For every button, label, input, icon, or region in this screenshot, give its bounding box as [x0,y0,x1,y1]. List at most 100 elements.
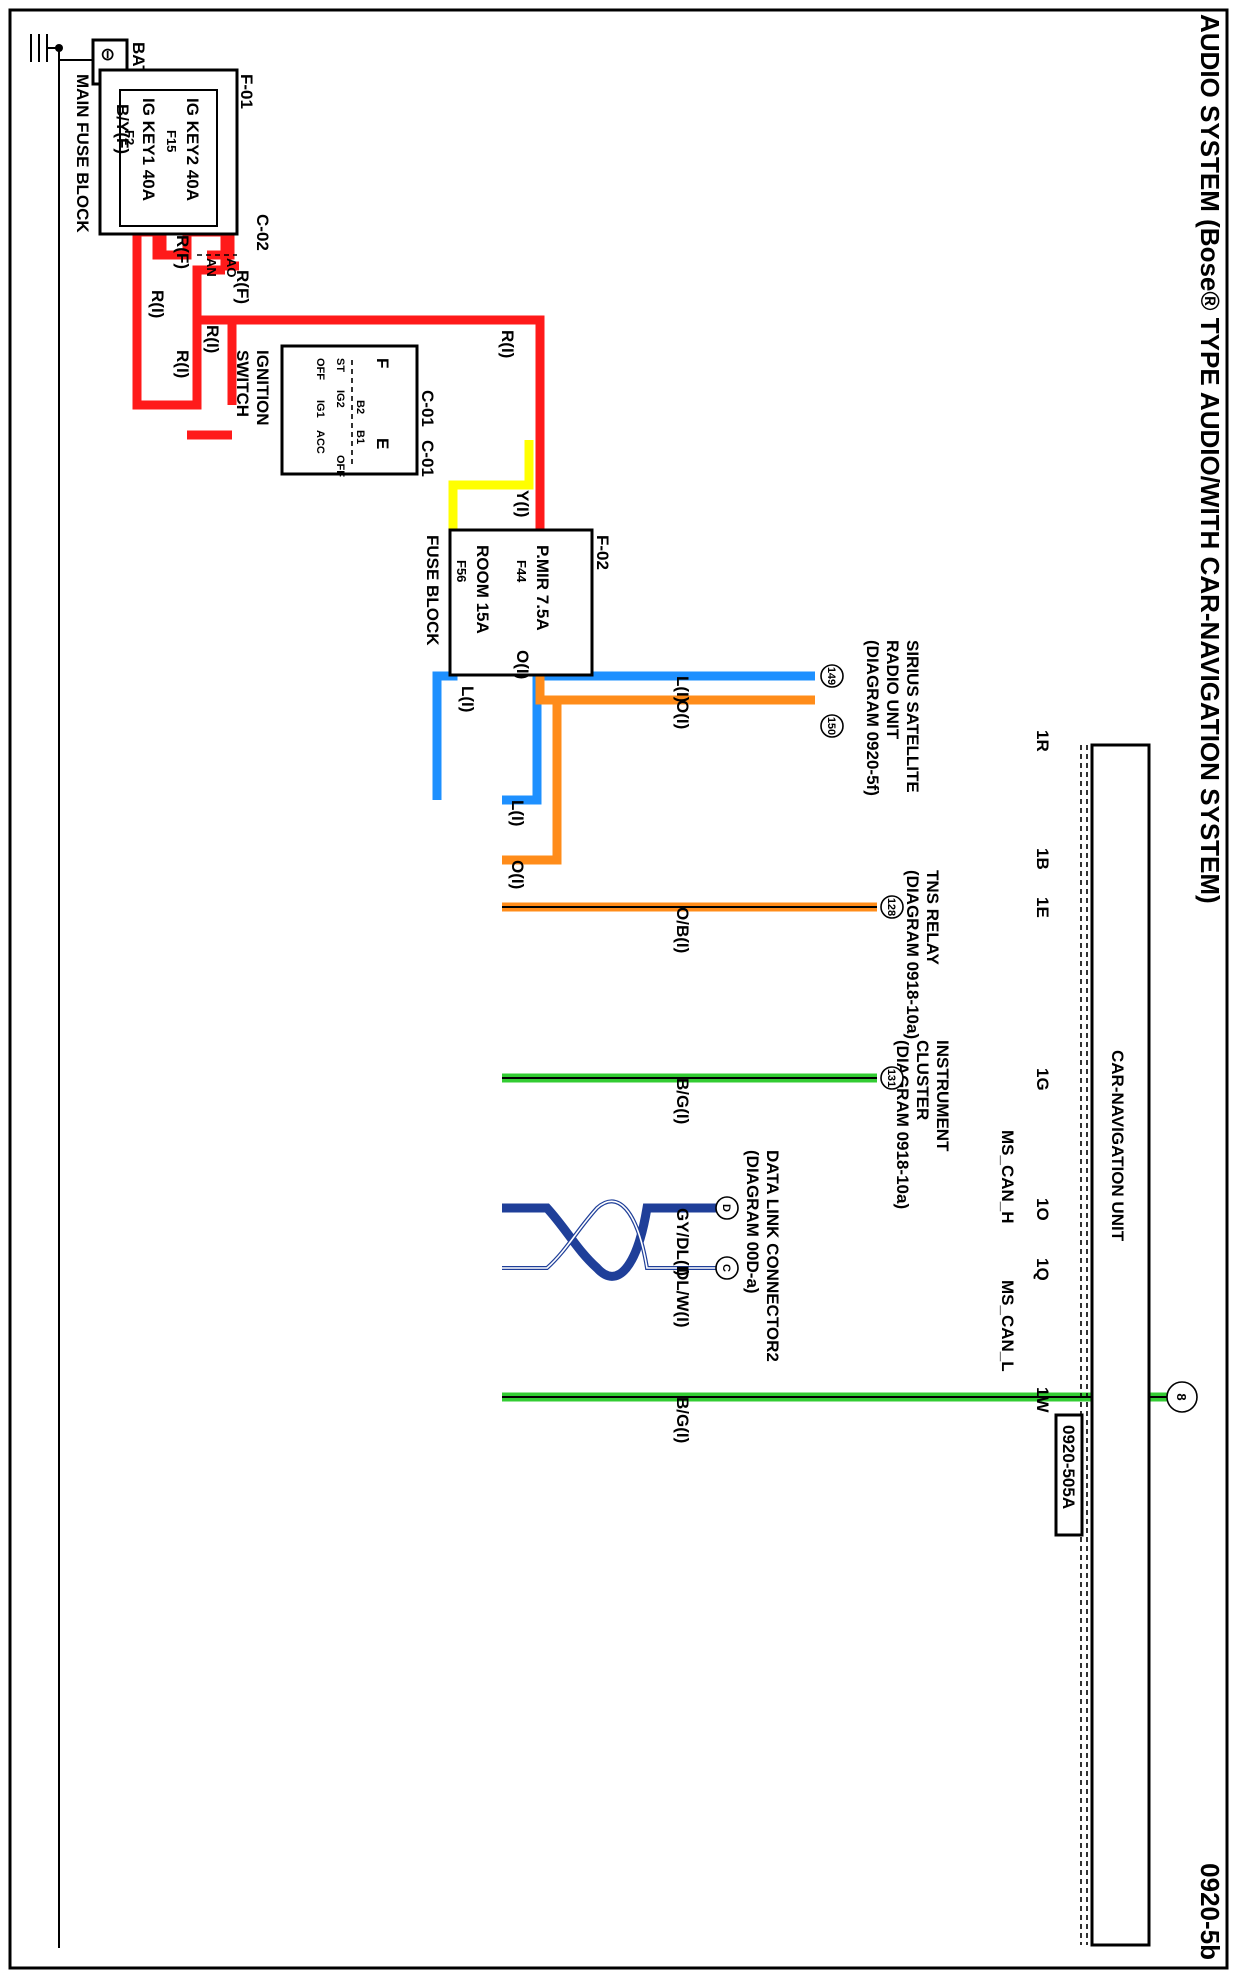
ignition-pos-ig1: IG1 [314,400,326,418]
wire-r-i-2 [187,265,225,410]
wire-label-r-i-2: R(I) [203,325,222,353]
cluster-line1: INSTRUMENT [933,1040,952,1152]
car-nav-pin-1e: 1E [1033,897,1052,918]
diagram-title: AUDIO SYSTEM (Bose® TYPE AUDIO/WITH CAR-… [1195,14,1225,904]
wire-label-l-i-1: L(I) [458,686,477,712]
dlc-line1: DATA LINK CONNECTOR2 [763,1150,782,1362]
wire-r-i-4 [197,315,545,560]
wire-label-o-i-3: O(I) [508,860,527,889]
tns-pin-circle [880,895,904,919]
dlc-pin-d: D [720,1204,732,1212]
fuse-f56-id: F56 [454,560,469,582]
wire-label-y-i: Y(I) [513,490,532,517]
car-nav-pin-1w: 1W [1033,1387,1052,1413]
ground-splice [55,44,63,52]
ignition-pos-acc: ACC [314,430,326,454]
wire-y-i [448,440,534,560]
fuse-block-connector: F-02 [593,535,612,570]
car-nav-pin-1o: 1O [1033,1198,1052,1221]
c02-label: C-02 [253,214,272,251]
c02-pin-an: AN [204,258,219,277]
sirius-pin-150: 150 [825,717,837,735]
fuse-f44-id: F44 [514,560,529,583]
car-nav-pin-1q: 1Q [1033,1258,1052,1281]
cluster-line3: (DIAGRAM 0918-10a) [893,1040,912,1209]
car-nav-pin-1g: 1G [1033,1068,1052,1091]
main-fuse-f15-id: F15 [164,130,179,152]
ignition-pos-off: OFF [314,358,326,380]
car-nav-pin-1b: 1B [1033,848,1052,870]
ground-point-circle [1166,1381,1198,1413]
wire-o-i-2 [502,695,562,865]
tns-line1: TNS RELAY [923,870,942,965]
ignition-switch-box [280,344,419,476]
ignition-pos-st: ST [334,358,346,372]
page-code: 0920-5b [1195,1863,1225,1960]
connector-c02: C-02 AN AO [197,214,272,278]
sirius-pin-149-circle [820,664,844,688]
wire-label-by-f: B/Y(F) [113,104,132,154]
main-fuse-block-connector: F-01 [237,74,256,109]
ignition-connector-2: C-01 [418,440,437,477]
fuse-p-mir-name: P.MIR 7.5A [533,545,552,631]
sirius-line1: SIRIUS SATELLITE [903,640,922,793]
ref-code: 0920-505A [1059,1425,1078,1509]
main-fuse-f2-name: IG KEY1 40A [139,98,158,201]
wire-label-r-i-1: R(I) [148,290,167,318]
fuse-room-name: ROOM 15A [473,545,492,634]
ignition-pos-b2: B2 [354,400,366,414]
sirius-pin-150-circle [820,714,844,738]
fuse-block-label: FUSE BLOCK [423,535,442,646]
battery-minus-icon: ⊖ [98,47,118,62]
wire-label-r-f-1: R(F) [173,235,192,269]
diagram-frame [8,8,1229,1970]
wire-label-o-i-2: O(I) [673,700,692,729]
ignition-terminal-f: F [373,358,392,368]
dlc-line2: (DIAGRAM 00D-a) [743,1150,762,1294]
wire-label-l-i-3: L(I) [508,800,527,826]
car-navigation-unit: CAR-NAVIGATION UNIT 1R 1B 1E 1G 1O 1Q 1W… [998,730,1151,1947]
ignition-pos-b1: B1 [354,430,366,444]
fuse-block-box [448,528,594,677]
cluster-pin: 131 [885,1069,897,1087]
car-nav-pin-1r: 1R [1033,730,1052,752]
ignition-label-2: SWITCH [233,350,252,417]
sirius-pin-149: 149 [825,667,837,685]
ignition-connector: C-01 [418,390,437,427]
tns-line2: (DIAGRAM 0918-10a) [903,870,922,1039]
ms-can-l-label: MS_CAN_L [998,1280,1017,1372]
ignition-terminal-e: E [373,438,392,449]
wire-dlw-i-stripe [502,1200,717,1269]
dlc-pin-c-circle [715,1256,739,1280]
sirius-line3: (DIAGRAM 0920-5f) [863,640,882,796]
wire-label-gydl-i: GY/DL(I) [673,1208,692,1276]
ground-point-number: 8 [1174,1393,1189,1400]
ignition-switch: IGNITION SWITCH C-01 C-01 F E ST IG2 OFF… [233,344,437,477]
fuse-block: F-02 FUSE BLOCK P.MIR 7.5A F44 ROOM 15A … [423,528,612,677]
sirius-line2: RADIO UNIT [883,640,902,740]
data-link-connector: DATA LINK CONNECTOR2 (DIAGRAM 00D-a) D C [715,1150,782,1362]
c02-pin-ao: AO [224,258,239,278]
car-nav-label: CAR-NAVIGATION UNIT [1108,1050,1127,1242]
ignition-pos-off-2: OFF [334,455,346,477]
wire-label-r-i-3: R(I) [173,350,192,378]
main-fuse-f2-id: F2 [122,130,137,145]
tns-relay: TNS RELAY (DIAGRAM 0918-10a) 128 [880,870,942,1039]
wire-l-i-3 [502,671,542,805]
cluster-line2: CLUSTER [913,1040,932,1120]
wire-label-bg-i-1: B/G(I) [673,1078,692,1124]
wire-label-r-i-4: R(I) [498,330,517,358]
tns-pin: 128 [885,898,897,916]
instrument-cluster: INSTRUMENT CLUSTER (DIAGRAM 0918-10a) 13… [880,1040,952,1209]
ignition-pos-ig2: IG2 [334,390,346,408]
main-fuse-block-label: MAIN FUSE BLOCK [73,74,92,233]
main-fuse-block: F-01 MAIN FUSE BLOCK IG KEY2 40A F15 IG … [73,68,256,236]
cluster-pin-circle [880,1066,904,1090]
wire-label-o-i-1: O(I) [513,650,532,679]
wire-label-l-i-2: L(I) [673,676,692,702]
main-fuse-block-box [98,68,239,236]
ground-point: 8 [1166,1381,1198,1413]
wire-label-dlw-i: DL/W(I) [673,1268,692,1327]
